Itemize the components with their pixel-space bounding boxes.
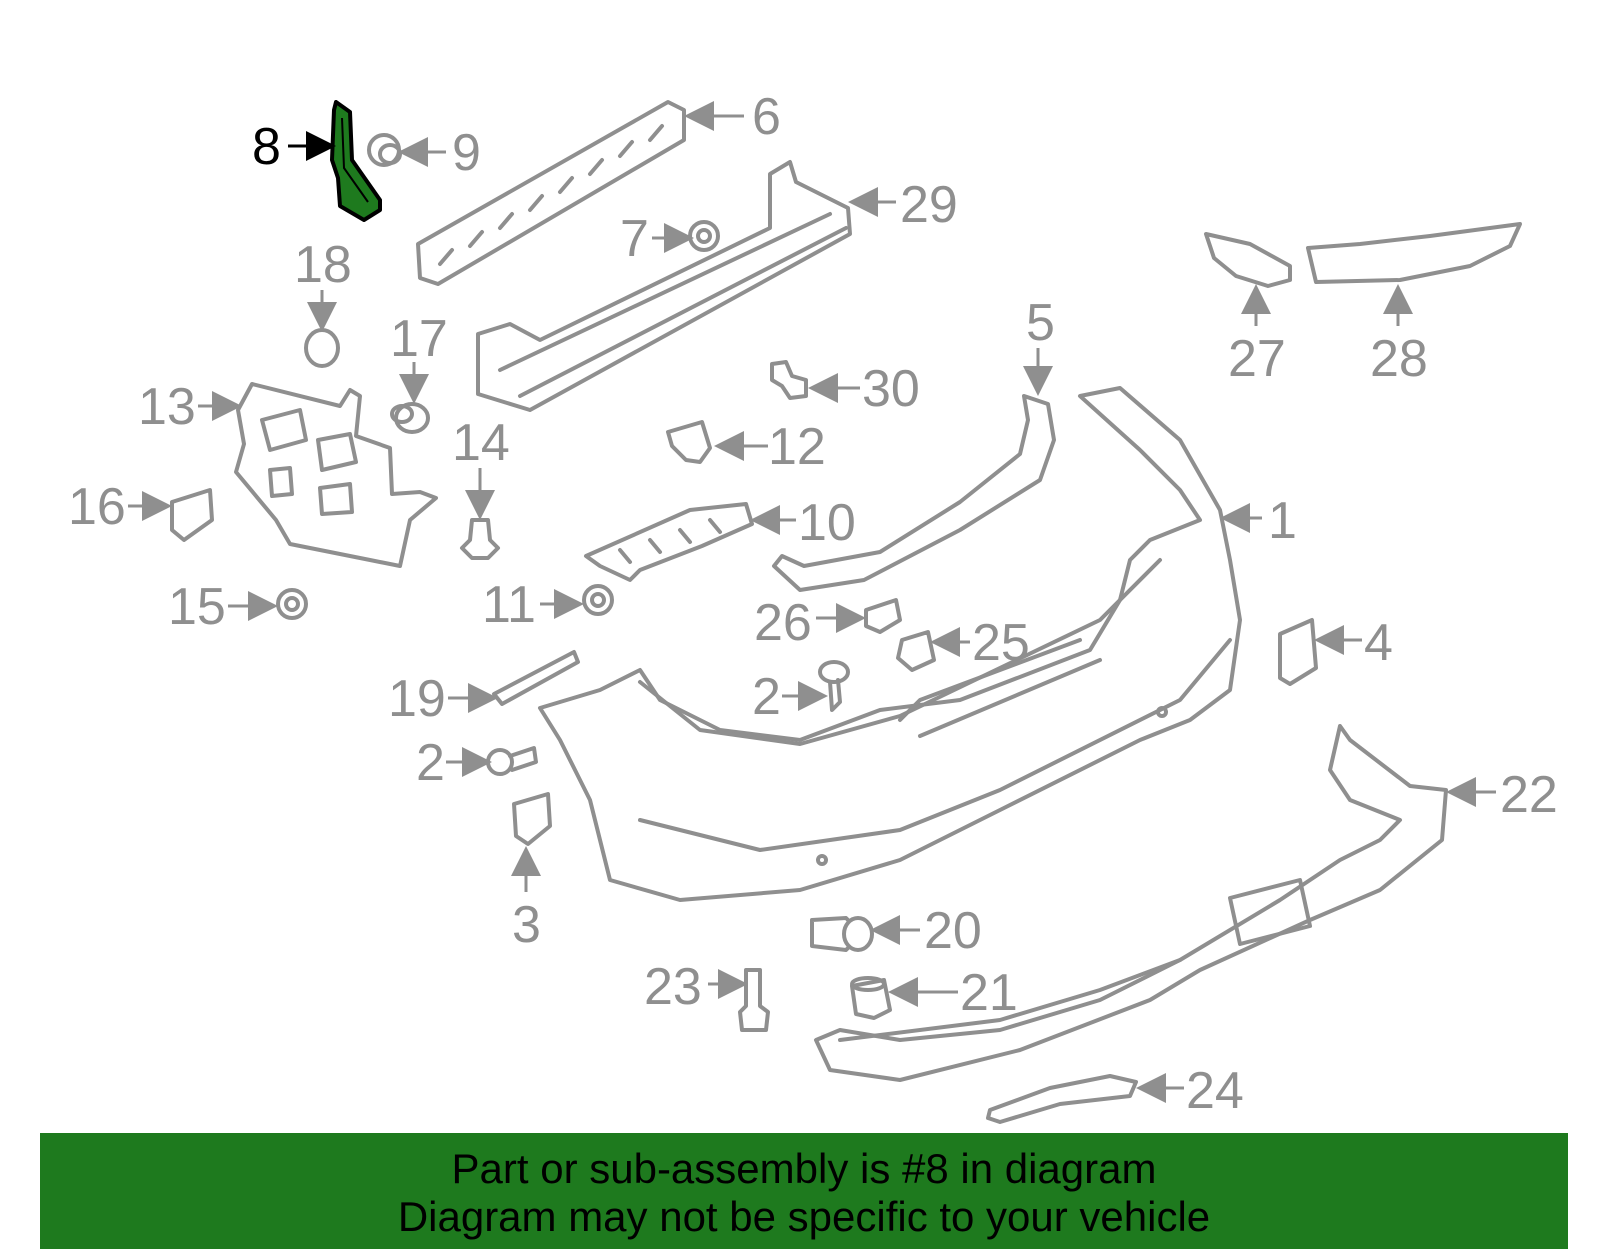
part-26-clip[interactable] [864, 598, 902, 634]
banner-line-1: Part or sub-assembly is #8 in diagram [451, 1145, 1157, 1192]
part-27-reflector-left[interactable] [1204, 232, 1292, 288]
part-25-clip[interactable] [896, 630, 936, 672]
part-18-plug[interactable] [304, 328, 340, 368]
svg-text:11: 11 [482, 576, 536, 634]
part-11-nut[interactable] [582, 584, 614, 616]
part-29-reinforcement[interactable] [476, 160, 852, 412]
svg-text:25: 25 [972, 614, 1030, 672]
part-13-bracket-assembly[interactable] [234, 382, 438, 568]
svg-text:7: 7 [620, 210, 649, 268]
svg-text:18: 18 [294, 236, 352, 294]
callout-22: 22 [1446, 766, 1558, 824]
part-6-absorber[interactable] [416, 100, 686, 286]
svg-text:29: 29 [900, 176, 958, 234]
part-17-plug[interactable] [390, 402, 430, 434]
svg-text:6: 6 [752, 88, 781, 146]
callout-16: 16 [68, 478, 172, 536]
part-20-sensor[interactable] [810, 916, 874, 952]
part-22-lower-valance[interactable] [814, 724, 1448, 1082]
svg-text:2: 2 [752, 668, 781, 726]
callout-24: 24 [1136, 1062, 1244, 1120]
callout-26: 26 [754, 594, 866, 652]
callout-23: 23 [644, 958, 748, 1016]
svg-text:24: 24 [1186, 1062, 1244, 1120]
callout-27: 27 [1228, 284, 1286, 388]
callout-28: 28 [1370, 284, 1428, 388]
part-4-bracket[interactable] [1278, 618, 1318, 686]
part-2-screw-upper[interactable] [818, 660, 850, 712]
callout-13: 13 [138, 378, 242, 436]
callout-2-lower: 2 [416, 734, 492, 792]
part-24-lower-strip[interactable] [986, 1074, 1138, 1124]
callout-2-upper: 2 [752, 668, 828, 726]
part-10-guide-bracket[interactable] [584, 502, 754, 582]
svg-text:28: 28 [1370, 330, 1428, 388]
part-14-push-pin[interactable] [460, 518, 500, 560]
svg-text:21: 21 [960, 964, 1018, 1022]
part-2-screw-lower[interactable] [486, 746, 538, 776]
svg-text:26: 26 [754, 594, 812, 652]
callout-20: 20 [870, 902, 982, 960]
svg-text:19: 19 [388, 670, 446, 728]
part-5-upper-trim[interactable] [772, 394, 1056, 592]
callout-21: 21 [888, 964, 1018, 1022]
svg-text:20: 20 [924, 902, 982, 960]
part-3-clip[interactable] [512, 792, 552, 846]
callout-17: 17 [390, 310, 448, 404]
callout-30: 30 [808, 360, 920, 418]
svg-text:1: 1 [1268, 492, 1297, 550]
callout-5: 5 [1023, 294, 1055, 396]
svg-text:30: 30 [862, 360, 920, 418]
callout-10: 10 [750, 494, 856, 552]
svg-text:23: 23 [644, 958, 702, 1016]
callout-15: 15 [168, 578, 278, 636]
svg-text:2: 2 [416, 734, 445, 792]
callout-8: 8 [252, 118, 336, 176]
svg-text:4: 4 [1364, 614, 1393, 672]
part-9-clip[interactable] [367, 133, 402, 167]
callout-25: 25 [930, 614, 1030, 672]
callout-14: 14 [452, 414, 510, 520]
banner-line-2: Diagram may not be specific to your vehi… [397, 1193, 1211, 1240]
svg-text:13: 13 [138, 378, 196, 436]
svg-text:16: 16 [68, 478, 126, 536]
svg-text:3: 3 [512, 896, 541, 954]
part-19-strip[interactable] [492, 650, 580, 706]
part-12-clip[interactable] [666, 420, 712, 464]
svg-text:12: 12 [768, 418, 826, 476]
callout-4: 4 [1314, 614, 1393, 672]
part-30-bolt[interactable] [770, 360, 808, 400]
part-15-nut[interactable] [276, 588, 308, 620]
callout-11: 11 [482, 576, 584, 634]
part-1-bumper-cover[interactable] [538, 386, 1242, 902]
svg-text:9: 9 [452, 124, 481, 182]
svg-text:22: 22 [1500, 766, 1558, 824]
part-7-nut[interactable] [688, 220, 720, 252]
part-21-sensor-bezel[interactable] [850, 976, 892, 1020]
svg-text:15: 15 [168, 578, 226, 636]
svg-text:8: 8 [252, 118, 281, 176]
callout-7: 7 [620, 210, 694, 268]
svg-text:10: 10 [798, 494, 856, 552]
part-16-clip[interactable] [170, 488, 214, 542]
svg-text:17: 17 [390, 310, 448, 368]
callout-29: 29 [848, 176, 958, 234]
callout-12: 12 [714, 418, 826, 476]
callout-3: 3 [511, 846, 541, 954]
callout-6: 6 [684, 88, 781, 146]
callout-1: 1 [1220, 492, 1297, 550]
part-28-reflector-right[interactable] [1306, 222, 1522, 284]
svg-text:5: 5 [1026, 294, 1055, 352]
callout-9: 9 [398, 124, 481, 182]
callout-18: 18 [294, 236, 352, 332]
svg-text:14: 14 [452, 414, 510, 472]
info-banner: Part or sub-assembly is #8 in diagram Di… [40, 1133, 1568, 1249]
part-23-bolt[interactable] [738, 968, 770, 1032]
svg-text:27: 27 [1228, 330, 1286, 388]
callout-19: 19 [388, 670, 498, 728]
